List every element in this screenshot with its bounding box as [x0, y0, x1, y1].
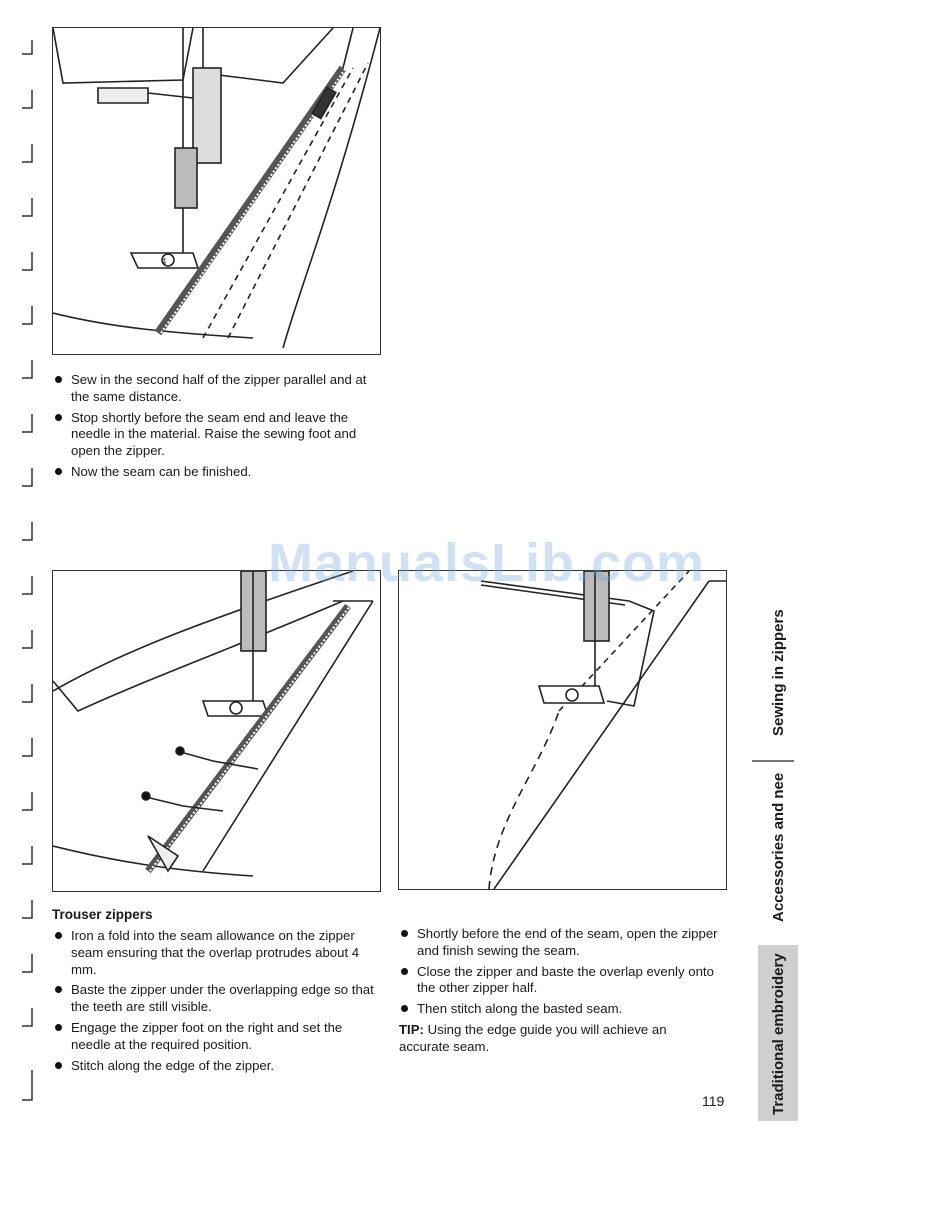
section-heading: Trouser zippers	[52, 907, 153, 922]
side-tab-gray-block	[758, 945, 798, 1121]
figure-sewing-second-zipper-half: 4	[52, 27, 381, 355]
list-item: Close the zipper and baste the overlap e…	[399, 964, 729, 998]
tip-paragraph: TIP: Using the edge guide you will achie…	[399, 1021, 719, 1055]
side-tab-traditional-embroidery: Traditional embroidery techniques	[770, 950, 787, 1115]
list-item: Engage the zipper foot on the right and …	[53, 1020, 383, 1054]
tip-label: TIP:	[399, 1022, 424, 1037]
figure-trouser-zipper-edge-guide	[398, 570, 727, 890]
left-instruction-list: Iron a fold into the seam allowance on t…	[53, 928, 383, 1078]
list-item: Stitch along the edge of the zipper.	[53, 1058, 383, 1075]
watermark: ManualsLib.com	[268, 533, 706, 593]
list-item: Baste the zipper under the overlapping e…	[53, 982, 383, 1016]
tip-text: Using the edge guide you will achieve an…	[399, 1022, 667, 1054]
list-item: Shortly before the end of the seam, open…	[399, 926, 729, 960]
page-number: 119	[702, 1093, 725, 1109]
list-item: Then stitch along the basted seam.	[399, 1001, 729, 1018]
side-tab-divider	[752, 760, 794, 762]
list-item: Now the seam can be finished.	[53, 464, 373, 481]
list-item: Stop shortly before the seam end and lea…	[53, 410, 373, 460]
margin-tick-marks	[22, 40, 33, 1101]
top-instruction-list: Sew in the second half of the zipper par…	[53, 372, 373, 485]
side-tab-sewing-in-zippers: Sewing in zippers	[770, 609, 787, 736]
right-instruction-list: Shortly before the end of the seam, open…	[399, 926, 729, 1022]
list-item: Sew in the second half of the zipper par…	[53, 372, 373, 406]
list-item: Iron a fold into the seam allowance on t…	[53, 928, 383, 978]
figure-trouser-zipper-left	[52, 570, 381, 892]
side-tab-accessories-and-needles: Accessories and needles	[770, 772, 787, 922]
foot-number-label: 4	[162, 257, 167, 266]
